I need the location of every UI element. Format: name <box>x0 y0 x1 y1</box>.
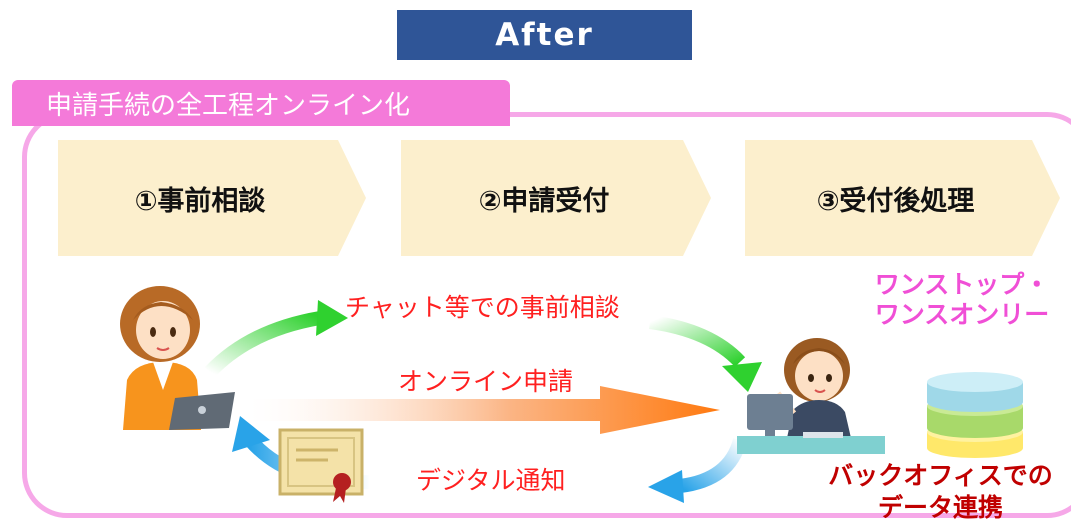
database-icon <box>927 372 1023 458</box>
frame-tab-label: 申請手続の全工程オンライン化 <box>12 80 510 126</box>
applicant-icon <box>120 286 235 430</box>
process-frame <box>22 112 1071 518</box>
orange-arrow-application <box>250 386 720 434</box>
online-application-label: オンライン申請 <box>398 367 574 396</box>
clerk-icon <box>737 338 885 454</box>
onestop-label: ワンストップ・ ワンスオンリー <box>862 270 1062 330</box>
chat-consult-label: チャット等での事前相談 <box>345 293 620 322</box>
certificate-icon <box>278 428 364 503</box>
backoffice-line1: バックオフィスでの <box>828 461 1053 490</box>
green-arrow-consult-out <box>204 300 348 377</box>
step-pre-consultation: ①事前相談 <box>58 140 366 256</box>
step-label: ①事前相談 <box>134 185 266 217</box>
onestop-line2: ワンスオンリー <box>874 300 1050 329</box>
green-arrow-consult-in <box>649 315 762 392</box>
backoffice-label: バックオフィスでの データ連携 <box>818 460 1063 524</box>
step-application-receipt: ②申請受付 <box>401 140 711 256</box>
blue-arrow-notice-out <box>648 437 747 503</box>
step-label: ②申請受付 <box>478 185 610 217</box>
digital-notice-label: デジタル通知 <box>416 466 566 495</box>
backoffice-line2: データ連携 <box>877 493 1003 522</box>
step-label: ③受付後処理 <box>816 185 975 217</box>
after-banner: After <box>397 10 692 60</box>
onestop-line1: ワンストップ・ <box>874 270 1050 299</box>
step-post-receipt-processing: ③受付後処理 <box>745 140 1060 256</box>
